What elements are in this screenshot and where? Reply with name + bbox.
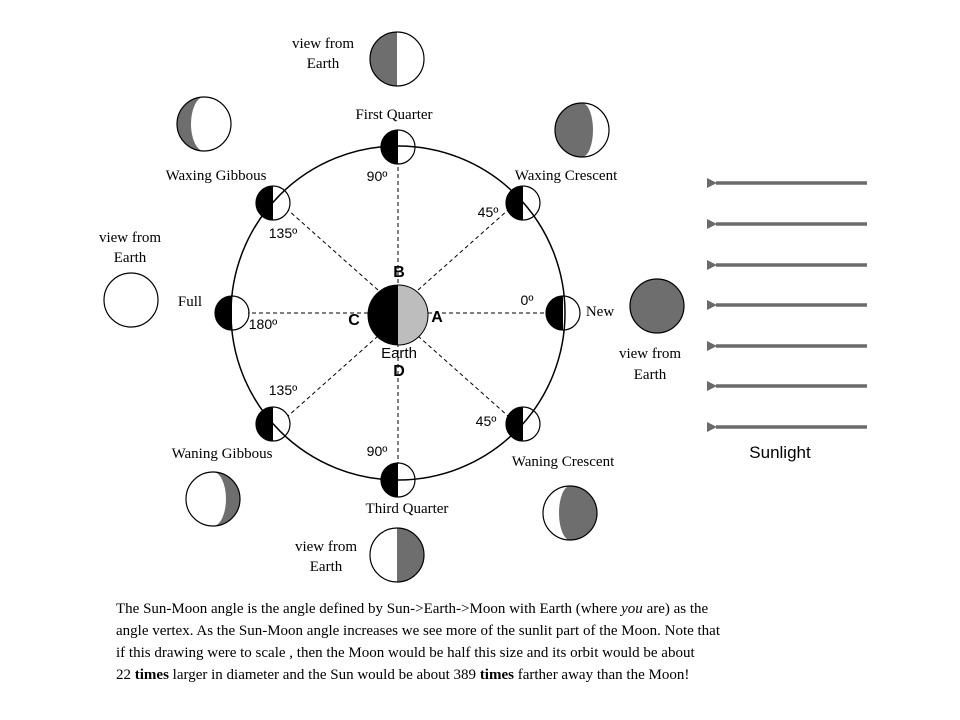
angle-90-lower: 90º	[367, 443, 388, 459]
angle-180: 180º	[249, 316, 277, 332]
sunlight-arrows	[707, 178, 867, 432]
moon-first-quarter	[380, 129, 416, 165]
point-b-label: B	[393, 264, 405, 281]
view-labels: view from Earth view from Earth view fro…	[99, 36, 681, 575]
label-full: Full	[178, 294, 202, 310]
caption-line-4-c: farther away than the Moon!	[513, 667, 690, 683]
view-label-right-line1: view from	[619, 346, 681, 362]
earth-day-side	[398, 285, 428, 345]
view-label-bottom-line2: Earth	[310, 559, 343, 575]
line-waning-crescent	[417, 335, 509, 417]
caption-text: The Sun-Moon angle is the angle defined …	[116, 598, 846, 686]
earth-label: Earth	[381, 345, 417, 362]
view-waning-crescent	[542, 485, 598, 541]
view-third-quarter	[369, 527, 425, 583]
line-waning-gibbous	[287, 335, 379, 417]
earth-night-side	[368, 285, 398, 345]
view-label-top-line2: Earth	[307, 56, 340, 72]
caption-line-1-text: The Sun-Moon angle is the angle defined …	[116, 601, 622, 617]
moon-third-quarter	[380, 462, 416, 498]
earth-outline	[367, 284, 429, 346]
line-waxing-gibbous	[287, 209, 379, 291]
caption-times-2: times	[479, 667, 514, 683]
moon-waxing-crescent	[505, 185, 541, 221]
view-label-left-line2: Earth	[114, 250, 147, 266]
caption-you: you	[621, 601, 643, 617]
view-label-top-line1: view from	[292, 36, 354, 52]
caption-times-1: times	[134, 667, 169, 683]
moon-full	[214, 295, 250, 331]
label-waxing-crescent: Waxing Crescent	[515, 168, 618, 184]
view-waxing-gibbous	[176, 96, 232, 152]
point-d-label: D	[393, 363, 405, 380]
angle-135-lower: 135º	[269, 382, 297, 398]
view-label-bottom-line1: view from	[295, 539, 357, 555]
caption-line-1-end: are) as the	[642, 601, 709, 617]
view-label-right-line2: Earth	[634, 367, 667, 383]
label-first-quarter: First Quarter	[355, 107, 432, 123]
label-third-quarter: Third Quarter	[366, 501, 449, 517]
caption-line-3: if this drawing were to scale , then the…	[116, 645, 695, 661]
view-new	[629, 278, 685, 334]
line-waxing-crescent	[417, 209, 509, 291]
caption-line-4: 22 times larger in diameter and the Sun …	[116, 664, 846, 686]
orbit-moons	[214, 129, 581, 498]
angle-labels: 0º 45º 90º 135º 180º 135º 90º 45º	[249, 168, 534, 459]
earth	[367, 284, 429, 346]
view-waning-gibbous	[185, 471, 241, 527]
view-first-quarter	[369, 31, 425, 87]
caption-line-4-b: larger in diameter and the Sun would be …	[168, 667, 480, 683]
moon-waning-gibbous	[255, 406, 291, 442]
phase-labels: First Quarter Waxing Crescent Waxing Gib…	[166, 107, 619, 517]
moon-waning-crescent	[505, 406, 541, 442]
sunlight-label: Sunlight	[749, 443, 811, 462]
angle-135-upper: 135º	[269, 225, 297, 241]
moon-waxing-gibbous	[255, 185, 291, 221]
angle-0: 0º	[521, 292, 534, 308]
angle-45-upper: 45º	[478, 204, 499, 220]
view-label-left-line1: view from	[99, 230, 161, 246]
label-waxing-gibbous: Waxing Gibbous	[166, 168, 267, 184]
view-full	[103, 272, 159, 328]
label-new: New	[586, 304, 614, 320]
caption-line-4-a: 22	[116, 667, 135, 683]
label-waning-gibbous: Waning Gibbous	[172, 446, 273, 462]
view-waxing-crescent	[554, 102, 610, 158]
angle-90-upper: 90º	[367, 168, 388, 184]
angle-45-lower: 45º	[476, 413, 497, 429]
angle-lines	[248, 163, 548, 463]
point-c-label: C	[348, 312, 360, 329]
point-a-label: A	[431, 309, 443, 326]
moon-new	[545, 295, 581, 331]
view-moons	[103, 31, 685, 583]
caption-line-2: angle vertex. As the Sun-Moon angle incr…	[116, 623, 721, 639]
label-waning-crescent: Waning Crescent	[512, 454, 615, 470]
caption-line-1: The Sun-Moon angle is the angle defined …	[116, 598, 846, 620]
